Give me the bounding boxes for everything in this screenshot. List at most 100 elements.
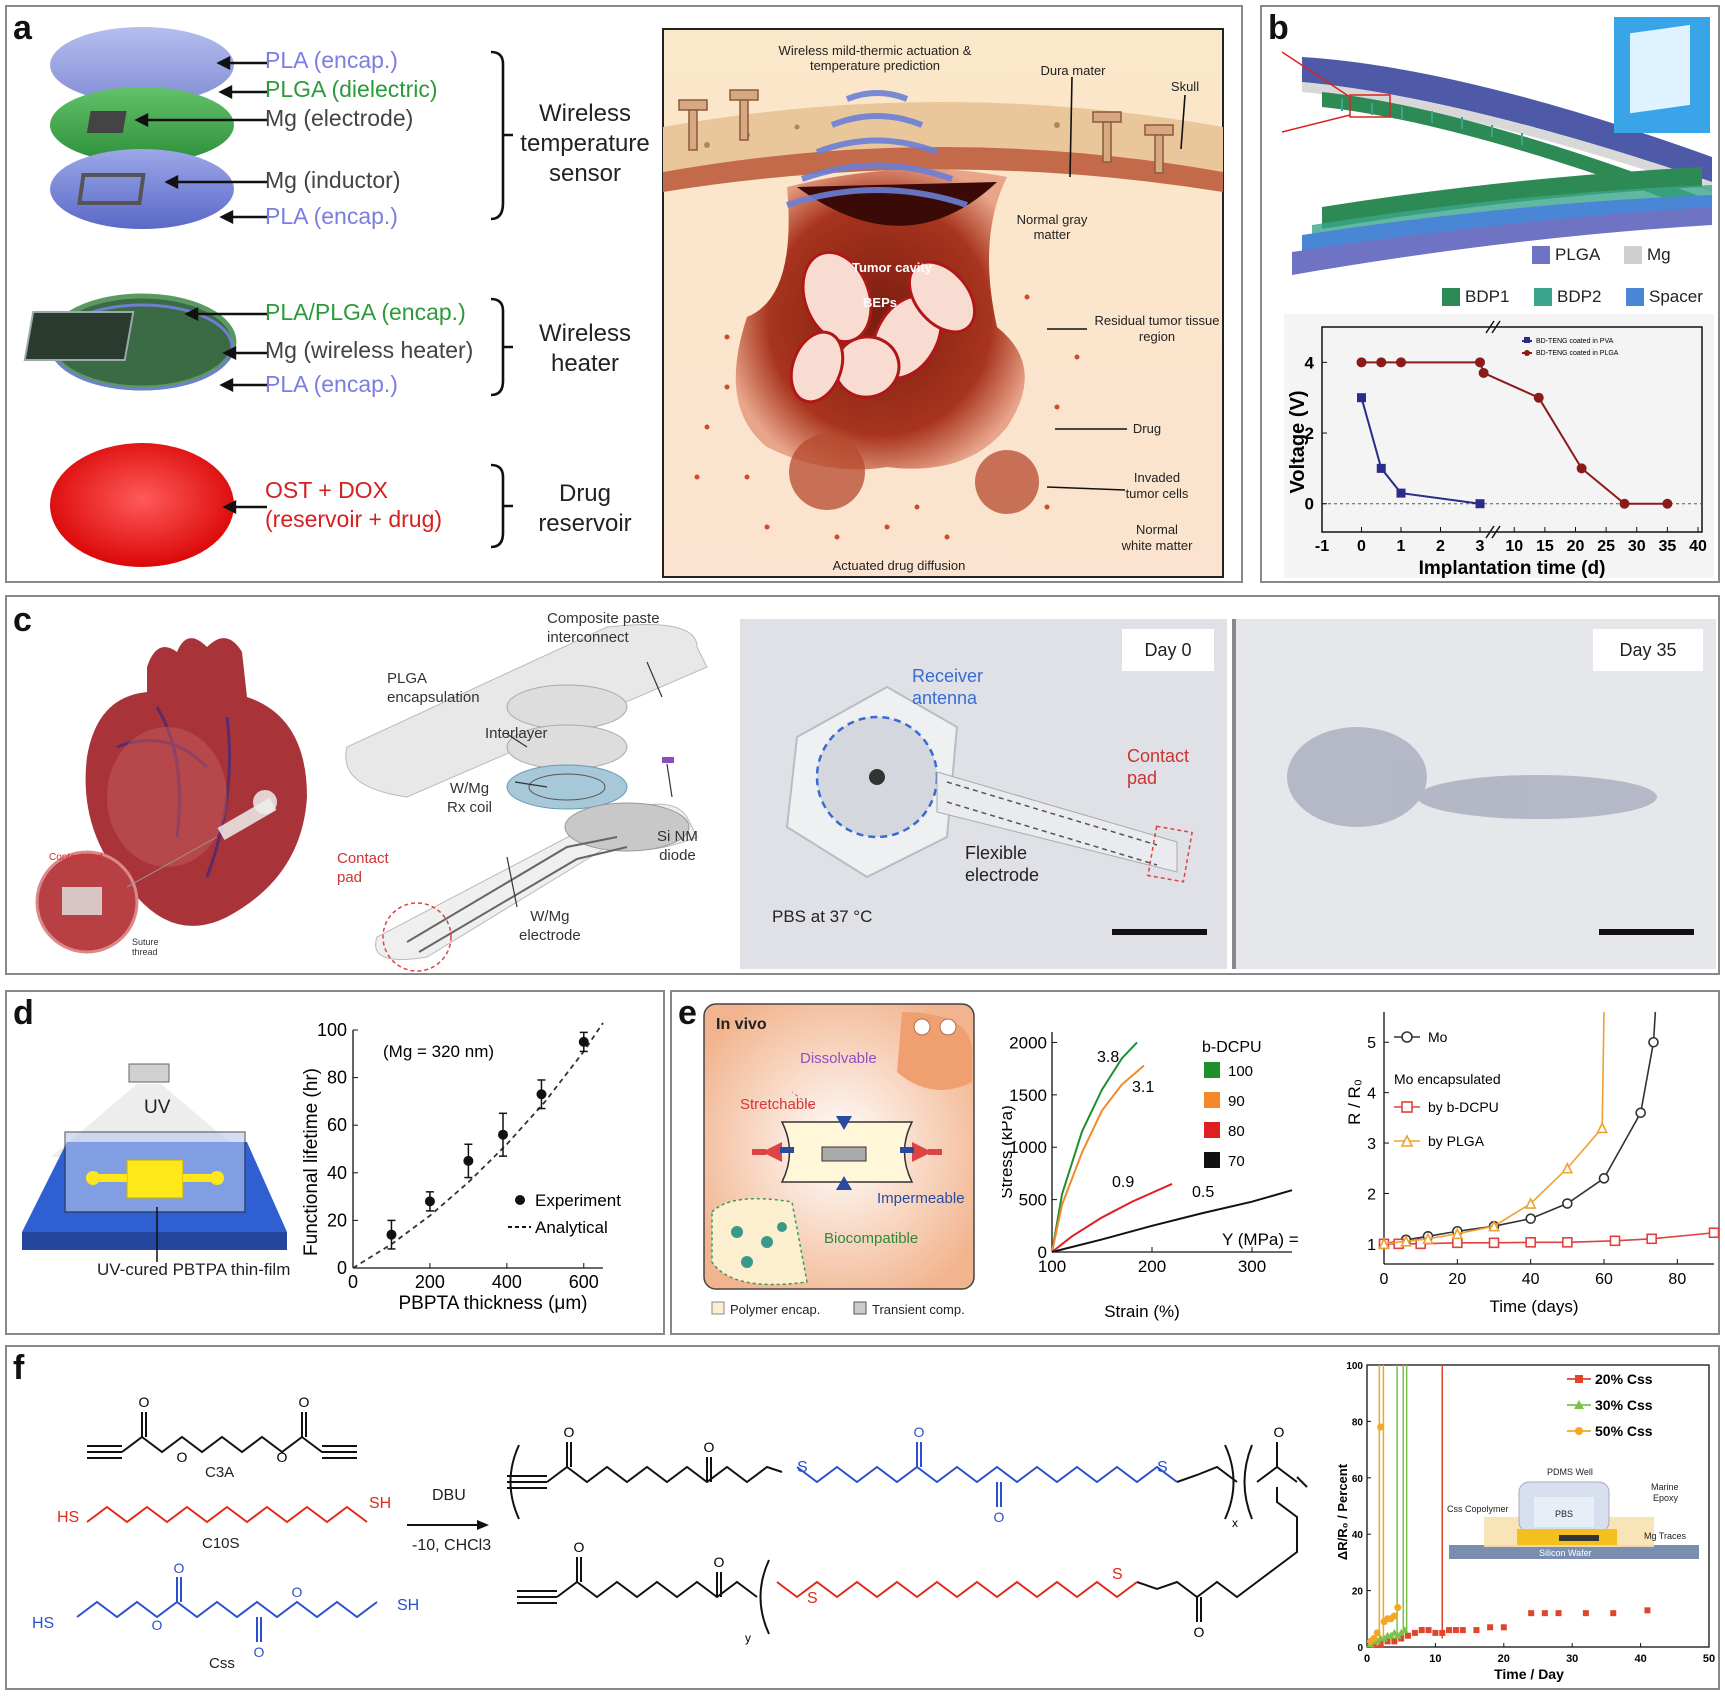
d-legend-experiment: Experiment bbox=[535, 1191, 621, 1210]
panel-label-d: d bbox=[13, 994, 34, 1032]
photo-contact-line2: pad bbox=[1127, 768, 1158, 788]
panel-label-e: e bbox=[678, 994, 697, 1032]
svg-text:O: O bbox=[574, 1539, 585, 1555]
e1-legend-label: 70 bbox=[1228, 1153, 1245, 1170]
suture-line2: thread bbox=[132, 947, 158, 957]
f-point-20 bbox=[1473, 1627, 1480, 1634]
residual-label-1: Residual tumor tissue bbox=[1095, 313, 1220, 328]
b-point-plga bbox=[1662, 498, 1673, 509]
e2-x-axis-label: Time (days) bbox=[1489, 1297, 1578, 1316]
e1-x-tick-label: 300 bbox=[1238, 1257, 1266, 1276]
layer-label-mg-heater: Mg (wireless heater) bbox=[265, 337, 474, 363]
legend-transient-comp: Transient comp. bbox=[872, 1302, 965, 1317]
b-point-pva bbox=[1475, 499, 1485, 509]
f-legend-marker bbox=[1575, 1375, 1583, 1383]
e2-point bbox=[1452, 1237, 1463, 1249]
e2-point bbox=[1635, 1107, 1646, 1119]
d-x-tick-label: 200 bbox=[415, 1272, 445, 1292]
e1-series-line bbox=[1051, 1189, 1293, 1253]
uv-label: UV bbox=[144, 1097, 171, 1118]
d-experiment-point bbox=[424, 1196, 435, 1207]
receiver-line2: antenna bbox=[912, 688, 978, 708]
d-analytical-line bbox=[352, 1022, 604, 1269]
e2-x-tick-label: 40 bbox=[1522, 1271, 1540, 1288]
e1-modulus-value: 0.9 bbox=[1112, 1174, 1134, 1191]
b-point-plga bbox=[1619, 498, 1630, 509]
group-label-heater: Wireless heater bbox=[515, 319, 655, 379]
stress-strain-chart: Stress (kPa) Strain (%) b-DCPU Y (MPa) =… bbox=[1002, 1032, 1299, 1321]
plga-disc bbox=[50, 87, 234, 163]
e2-legend-marker bbox=[1400, 1134, 1414, 1147]
f-x-tick-label: 20 bbox=[1498, 1653, 1510, 1665]
css-label: Css bbox=[209, 1655, 235, 1672]
panel-e: e In vivo Dissolvable Stretchable Imperm… bbox=[670, 990, 1720, 1335]
layer-label-pla-heater-encap: PLA (encap.) bbox=[265, 371, 398, 397]
b-point-plga bbox=[1396, 357, 1406, 368]
in-vivo-label: In vivo bbox=[716, 1016, 767, 1033]
d-experiment-point bbox=[498, 1129, 508, 1140]
day0-badge: Day 0 bbox=[1122, 629, 1214, 671]
e2-point bbox=[1525, 1237, 1536, 1248]
d-y-tick-label: 60 bbox=[327, 1115, 347, 1135]
svg-text:O: O bbox=[139, 1394, 150, 1410]
d-x-tick-label: 600 bbox=[569, 1272, 599, 1292]
panel-c: c bbox=[5, 595, 1720, 975]
e1-modulus-value: 0.5 bbox=[1192, 1184, 1214, 1201]
e2-point bbox=[1648, 1036, 1659, 1048]
s-atom-1: S bbox=[797, 1459, 808, 1476]
b-x-tick-label: 10 bbox=[1505, 538, 1523, 555]
panel-label-b: b bbox=[1268, 9, 1289, 47]
contact-line1: Contact bbox=[337, 850, 389, 867]
invaded-label-2: tumor cells bbox=[1126, 486, 1189, 501]
b-x-axis-label: Implantation time (d) bbox=[1419, 558, 1606, 579]
b-point-plga bbox=[1576, 463, 1587, 474]
e2-point bbox=[1708, 1227, 1720, 1239]
e2-point bbox=[1488, 1219, 1500, 1232]
inset-pbs: PBS bbox=[1555, 1509, 1573, 1519]
panel-a-schematic: Wireless mild-thermic actuation & temper… bbox=[23, 27, 1224, 578]
f-point-20 bbox=[1418, 1627, 1425, 1634]
inset-silicon-wafer: Silicon Wafer bbox=[1539, 1548, 1592, 1558]
f-point-20 bbox=[1500, 1624, 1507, 1631]
svg-text:O: O bbox=[277, 1449, 288, 1465]
e2-legend-label: by b-DCPU bbox=[1428, 1099, 1499, 1115]
e2-point bbox=[1609, 1235, 1621, 1247]
flex-line2: electrode bbox=[965, 865, 1040, 885]
svg-text:O: O bbox=[254, 1644, 265, 1660]
b-series-line bbox=[1360, 397, 1481, 505]
f-y-tick-label: 80 bbox=[1352, 1417, 1364, 1428]
f-y-tick-label: 20 bbox=[1352, 1587, 1364, 1598]
e2-y-tick-label: 3 bbox=[1367, 1136, 1376, 1153]
svg-text:O: O bbox=[714, 1554, 725, 1570]
dbu-label: DBU bbox=[432, 1487, 466, 1504]
b-legend-plga: BD-TENG coated in PLGA bbox=[1536, 350, 1619, 357]
e1-y-tick-label: 1500 bbox=[1009, 1086, 1047, 1105]
b-y-axis-label: Voltage (V) bbox=[1287, 391, 1309, 494]
f-point-20 bbox=[1405, 1632, 1412, 1639]
invaded-label-1: Invaded bbox=[1134, 470, 1180, 485]
layer-label-mg-inductor: Mg (inductor) bbox=[265, 167, 401, 193]
inset-pdms-well: PDMS Well bbox=[1547, 1467, 1593, 1477]
f-legend-label: 50% Css bbox=[1595, 1423, 1653, 1439]
s-atom-4: S bbox=[1112, 1566, 1123, 1583]
b-point-plga bbox=[1376, 357, 1387, 368]
b-point-plga bbox=[1533, 392, 1544, 403]
f-legend-marker bbox=[1575, 1427, 1583, 1435]
flex-line1: Flexible bbox=[965, 843, 1028, 863]
f-x-axis-label: Time / Day bbox=[1494, 1666, 1564, 1682]
svg-text:O: O bbox=[299, 1394, 310, 1410]
e1-modulus-value: 3.1 bbox=[1132, 1079, 1154, 1096]
panel-label-c: c bbox=[13, 601, 32, 639]
f-point-30 bbox=[1400, 1626, 1409, 1634]
d-y-tick-label: 80 bbox=[327, 1068, 347, 1088]
suture-line1: Suture bbox=[132, 937, 159, 947]
f-x-tick-label: 0 bbox=[1364, 1653, 1370, 1665]
e2-legend-title: Mo encapsulated bbox=[1394, 1071, 1501, 1087]
